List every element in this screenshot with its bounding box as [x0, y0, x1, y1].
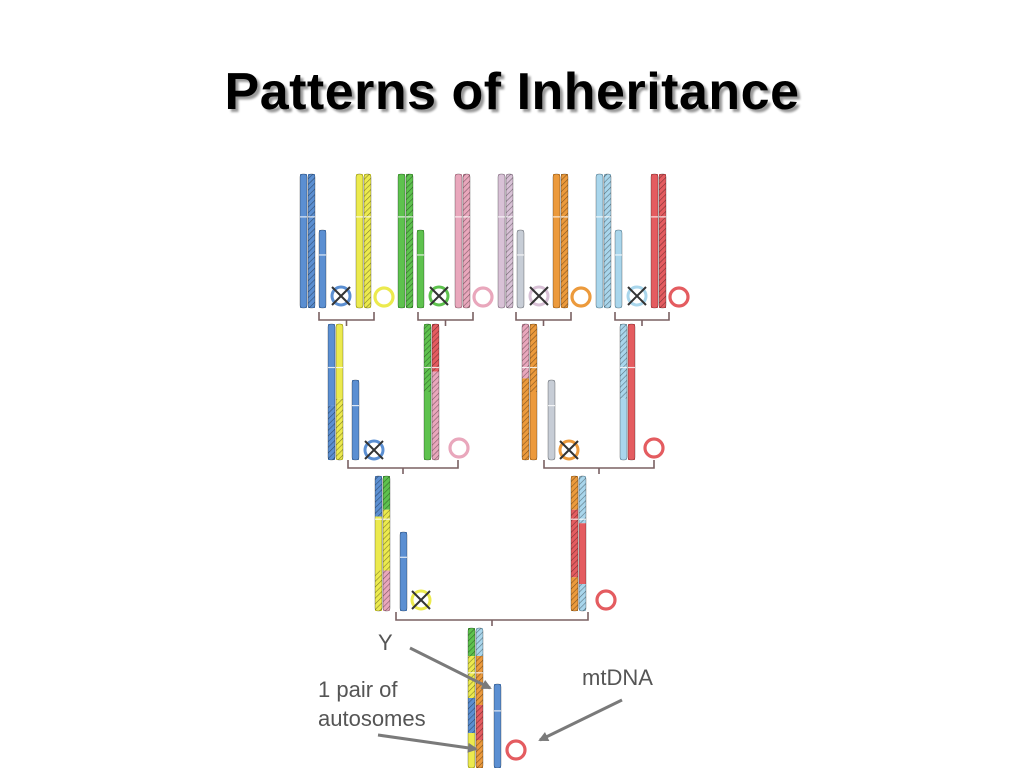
p1-mtdna-crossed — [363, 439, 385, 461]
generation-1-grandparents — [299, 173, 690, 309]
gp4-autosomes-b — [462, 173, 471, 309]
gp3-autosomes-b — [405, 173, 414, 309]
gp8-autosomes-b — [658, 173, 667, 309]
gp7-y-chromosome — [614, 229, 623, 309]
autosomes-arrow — [377, 733, 478, 753]
p3-autosomes-a — [521, 323, 530, 461]
bracket-gen1-a — [318, 312, 375, 326]
gp1-mtdna-crossed — [330, 285, 352, 307]
c2-autosomes-b — [578, 475, 587, 612]
bracket-gen2-b — [543, 460, 655, 474]
individual-mtdna — [505, 739, 527, 761]
bracket-gen1-b — [417, 312, 474, 326]
gp4-mtdna — [472, 286, 494, 308]
gp7-autosomes-a — [595, 173, 604, 309]
gp3-y-chromosome — [416, 229, 425, 309]
c2-mtdna — [595, 589, 617, 611]
gp8-autosomes-a — [650, 173, 659, 309]
gp6-autosomes-b — [560, 173, 569, 309]
gp3-autosomes-a — [397, 173, 406, 309]
gp1-autosomes-a — [299, 173, 308, 309]
gp5-autosomes-b — [505, 173, 514, 309]
p1-autosomes-b — [335, 323, 344, 461]
mtdna-label: mtDNA — [582, 665, 653, 690]
autosomes-label-line2: autosomes — [318, 706, 426, 731]
bracket-gen1-d — [614, 312, 670, 326]
slide-title: Patterns of Inheritance — [224, 63, 800, 121]
autosomes-label-line1: 1 pair of — [318, 677, 398, 702]
p2-autosomes-b — [431, 323, 440, 461]
p4-mtdna — [643, 437, 665, 459]
p2-autosomes-a — [423, 323, 432, 461]
p1-autosomes-a — [327, 323, 336, 461]
gp6-mtdna — [570, 286, 592, 308]
gp5-mtdna-crossed — [528, 285, 550, 307]
individual-autosomes-b — [475, 627, 484, 768]
gp5-y-chromosome — [516, 229, 525, 309]
generation-3 — [374, 475, 617, 612]
c2-autosomes-a — [570, 475, 579, 612]
gp1-autosomes-b — [307, 173, 316, 309]
generation-4-individual — [467, 627, 527, 768]
gp7-mtdna-crossed — [626, 285, 648, 307]
gp6-autosomes-a — [552, 173, 561, 309]
p3-mtdna-crossed — [558, 439, 580, 461]
p3-autosomes-b — [529, 323, 538, 461]
y-chromosome-label: Y — [378, 630, 393, 655]
gp2-autosomes-a — [355, 173, 364, 309]
connector-lines — [318, 312, 670, 626]
bracket-gen2-a — [347, 460, 459, 474]
p4-autosomes-b — [627, 323, 636, 461]
bracket-gen1-c — [515, 312, 572, 326]
gp8-mtdna — [668, 286, 690, 308]
c1-mtdna-crossed — [410, 589, 432, 611]
mtdna-arrow — [538, 698, 623, 742]
gp2-autosomes-b — [363, 173, 372, 309]
c1-autosomes-b — [382, 475, 391, 612]
generation-2-parents — [327, 323, 665, 461]
p3-y-chromosome — [547, 379, 556, 461]
y-arrow — [409, 646, 492, 690]
c1-y-chromosome — [399, 531, 408, 612]
bracket-gen3 — [395, 612, 589, 626]
p1-y-chromosome — [351, 379, 360, 461]
gp7-autosomes-b — [603, 173, 612, 309]
gp2-mtdna — [373, 286, 395, 308]
gp5-autosomes-a — [497, 173, 506, 309]
c1-autosomes-a — [374, 475, 383, 612]
gp1-y-chromosome — [318, 229, 327, 309]
gp3-mtdna-crossed — [428, 285, 450, 307]
p2-mtdna — [448, 437, 470, 459]
individual-y-chromosome — [493, 683, 502, 768]
p4-autosomes-a — [619, 323, 628, 461]
gp4-autosomes-a — [454, 173, 463, 309]
